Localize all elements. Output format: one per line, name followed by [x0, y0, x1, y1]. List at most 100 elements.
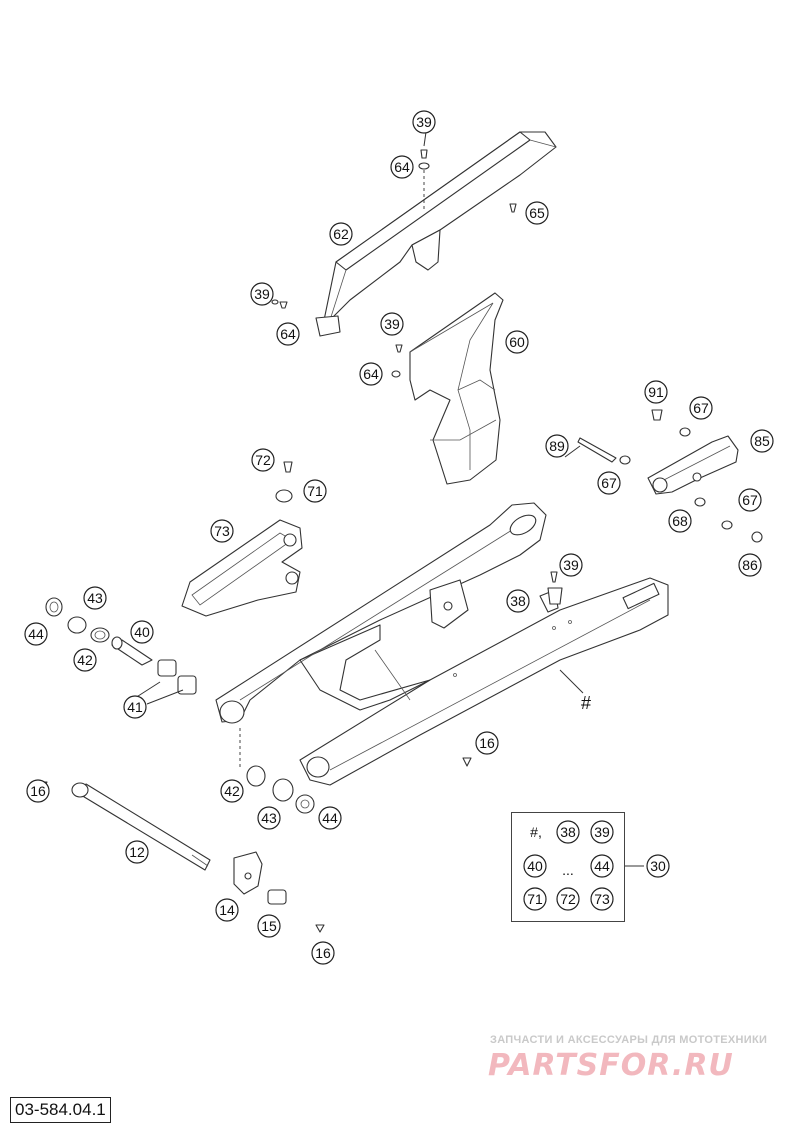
kit-item: ...	[562, 862, 574, 878]
callout-label: 65	[529, 205, 545, 221]
callout-39-mid: 39	[380, 312, 404, 336]
callout-label: 42	[224, 783, 240, 799]
callout-65: 65	[525, 201, 549, 225]
callout-label: 64	[363, 366, 379, 382]
callout-label: 38	[510, 593, 526, 609]
watermark-subtitle: ЗАПЧАСТИ И АКСЕССУАРЫ ДЛЯ МОТОТЕХНИКИ	[490, 1034, 768, 1046]
callout-38: 38	[506, 589, 530, 613]
callout-label: #	[581, 693, 591, 713]
callout-42-right: 42	[220, 779, 244, 803]
callout-label: 62	[333, 226, 349, 242]
callout-14: 14	[215, 898, 239, 922]
callout-62: 62	[329, 222, 353, 246]
callout-label: 73	[214, 523, 230, 539]
fastener-parts	[40, 149, 763, 933]
callout-44-right: 44	[318, 806, 342, 830]
kit-item: 40	[527, 858, 543, 874]
watermark-logo: PARTSFOR.RU	[488, 1048, 734, 1083]
callout-67-top: 67	[689, 396, 713, 420]
callout-label: 68	[672, 513, 688, 529]
callout-label: 39	[563, 557, 579, 573]
callout-label: 64	[394, 159, 410, 175]
callout-44-left: 44	[24, 622, 48, 646]
swingarm-part	[215, 502, 669, 786]
chain-slider-73-part	[181, 519, 303, 617]
callout-label: 72	[255, 452, 271, 468]
callout-label: 39	[254, 286, 270, 302]
callout-91: 91	[644, 380, 668, 404]
leader-line	[559, 669, 584, 694]
callout-label: 39	[416, 114, 432, 130]
kit-item: 38	[560, 824, 576, 840]
callout-label: 14	[219, 902, 235, 918]
kit-callout-grid: #, 38 39 40 ... 44 71 72 73	[523, 820, 614, 911]
callout-15: 15	[257, 914, 281, 938]
callout-label: 71	[307, 483, 323, 499]
callout-label: 44	[322, 810, 338, 826]
callout-67-mid: 67	[597, 471, 621, 495]
callout-label: 16	[30, 783, 46, 799]
callout-30: 30	[646, 854, 670, 878]
callout-72: 72	[251, 448, 275, 472]
callout-16-bottom: 16	[311, 941, 335, 965]
callout-16-mid: 16	[475, 731, 499, 755]
kit-item: 72	[560, 891, 576, 907]
callout-39-top: 39	[412, 110, 436, 134]
callout-39-right: 39	[559, 553, 583, 577]
callout-64-top: 64	[390, 155, 414, 179]
leader-lines	[134, 131, 644, 867]
callout-label: 44	[28, 626, 44, 642]
callout-71: 71	[303, 479, 327, 503]
callout-64-left: 64	[276, 322, 300, 346]
callout-label: 60	[509, 334, 525, 350]
callout-40: 40	[130, 620, 154, 644]
callout-68: 68	[668, 509, 692, 533]
callout-label: 40	[134, 624, 150, 640]
callout-73: 73	[210, 519, 234, 543]
kit-item: 73	[594, 891, 610, 907]
chain-guard-part	[315, 131, 557, 337]
callout-swingarm-hash: #	[581, 693, 591, 713]
callout-label: 39	[384, 316, 400, 332]
kit-item: #,	[530, 824, 542, 840]
callout-label: 91	[648, 384, 664, 400]
pivot-hardware-part	[45, 597, 315, 905]
callout-86: 86	[738, 553, 762, 577]
callout-label: 64	[280, 326, 296, 342]
callout-label: 67	[601, 475, 617, 491]
callout-label: 89	[549, 438, 565, 454]
kit-item: 44	[594, 858, 610, 874]
callout-label: 41	[127, 699, 143, 715]
callout-label: 67	[742, 492, 758, 508]
callout-label: 12	[129, 844, 145, 860]
kit-item: 39	[594, 824, 610, 840]
chain-slider-part	[409, 292, 504, 485]
callout-67-right: 67	[738, 488, 762, 512]
callout-label: 67	[693, 400, 709, 416]
callout-label: 86	[742, 557, 758, 573]
callout-43-left: 43	[83, 586, 107, 610]
callout-label: 42	[77, 652, 93, 668]
chain-guide-part	[647, 435, 739, 495]
callout-41: 41	[123, 695, 147, 719]
callout-64-mid: 64	[359, 362, 383, 386]
callout-42-left: 42	[73, 648, 97, 672]
callout-85: 85	[750, 429, 774, 453]
kit-contents-box	[511, 812, 625, 922]
callout-label: 43	[87, 590, 103, 606]
callout-16-left: 16	[26, 779, 50, 803]
callout-label: 16	[315, 945, 331, 961]
callout-label: 16	[479, 735, 495, 751]
callout-12: 12	[125, 840, 149, 864]
callout-43-right: 43	[257, 806, 281, 830]
callout-60: 60	[505, 330, 529, 354]
callout-label: 30	[650, 858, 666, 874]
callout-89: 89	[545, 434, 569, 458]
callout-label: 85	[754, 433, 770, 449]
callout-label: 15	[261, 918, 277, 934]
callout-39-left: 39	[250, 282, 274, 306]
callout-label: 43	[261, 810, 277, 826]
document-code: 03-584.04.1	[10, 1097, 111, 1123]
kit-item: 71	[527, 891, 543, 907]
